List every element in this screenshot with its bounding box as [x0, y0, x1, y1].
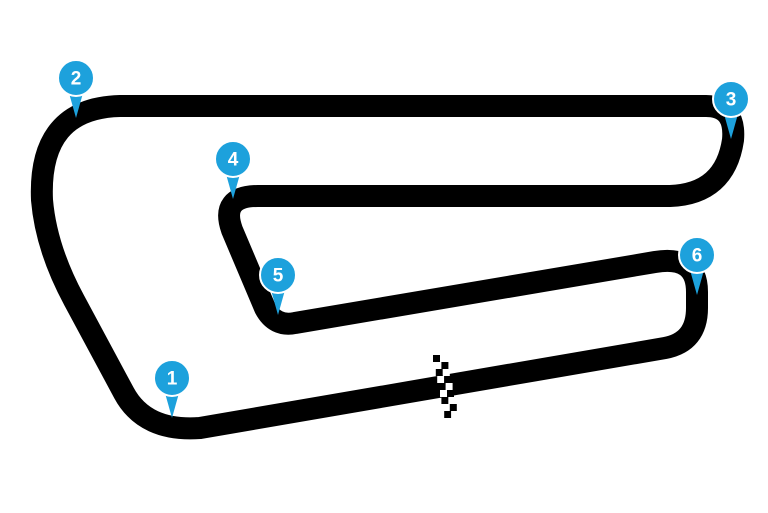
corner-marker-1[interactable]: 1 — [153, 359, 191, 418]
marker-label: 1 — [167, 369, 178, 390]
marker-circle — [153, 359, 191, 397]
marker-pointer — [165, 393, 179, 418]
finish-square — [437, 376, 445, 383]
finish-square — [433, 355, 440, 362]
marker-pointer — [226, 174, 240, 199]
marker-label: 6 — [692, 246, 703, 267]
finish-square — [441, 397, 449, 404]
finish-square — [440, 355, 447, 362]
marker-pointer — [271, 290, 285, 315]
marker-pointer — [690, 270, 704, 295]
finish-square — [449, 404, 457, 411]
marker-circle — [678, 236, 716, 274]
corner-marker-3[interactable]: 3 — [712, 80, 750, 139]
corner-markers: 1 2 3 4 5 6 — [57, 59, 750, 418]
finish-square — [448, 397, 456, 404]
marker-pointer — [724, 114, 738, 139]
finish-square — [440, 390, 447, 397]
finish-square — [444, 376, 452, 383]
corner-marker-5[interactable]: 5 — [259, 256, 297, 315]
marker-label: 2 — [71, 69, 82, 90]
track-path — [30, 95, 745, 440]
corner-marker-6[interactable]: 6 — [678, 236, 716, 295]
corner-marker-4[interactable]: 4 — [214, 140, 252, 199]
finish-square — [451, 411, 459, 418]
marker-circle — [259, 256, 297, 294]
finish-square — [444, 411, 452, 418]
marker-circle — [57, 59, 95, 97]
finish-square — [442, 369, 450, 376]
marker-pointer — [69, 93, 83, 118]
finish-line — [433, 355, 459, 418]
marker-label: 5 — [273, 266, 284, 287]
corner-marker-2[interactable]: 2 — [57, 59, 95, 118]
marker-label: 3 — [726, 90, 737, 111]
finish-square — [441, 362, 449, 369]
finish-square — [445, 383, 453, 390]
finish-square — [438, 383, 446, 390]
marker-circle — [712, 80, 750, 118]
marker-label: 4 — [228, 150, 239, 171]
marker-circle — [214, 140, 252, 178]
finish-square — [447, 390, 454, 397]
finish-square — [442, 404, 450, 411]
finish-square — [435, 369, 443, 376]
finish-square — [434, 362, 442, 369]
